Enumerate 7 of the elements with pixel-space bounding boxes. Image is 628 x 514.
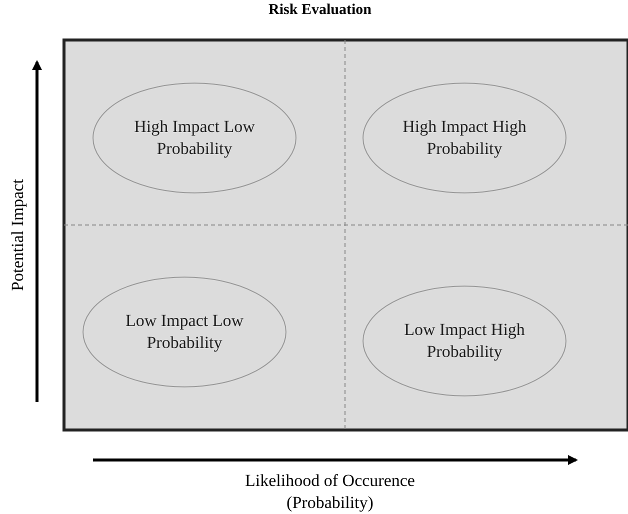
x-axis-label: Likelihood of Occurence (Probability) — [244, 470, 416, 514]
diagram-title: Risk Evaluation — [268, 2, 372, 19]
risk-ellipse: Low Impact High Probability — [362, 285, 567, 397]
risk-ellipse: Low Impact Low Probability — [82, 276, 287, 388]
risk-ellipse: High Impact Low Probability — [92, 82, 297, 194]
y-axis-label: Potential Impact — [8, 178, 28, 293]
risk-ellipse: High Impact High Probability — [362, 82, 567, 194]
